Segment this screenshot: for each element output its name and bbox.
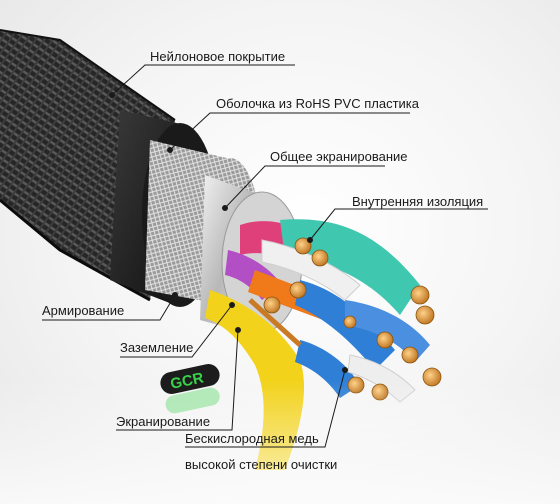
label-overall-shield: Общее экранирование: [270, 149, 408, 164]
label-inner-insulation: Внутренняя изоляция: [352, 194, 484, 209]
label-copper-line1: Бескислородная медь: [185, 431, 319, 446]
label-nylon-coating: Нейлоновое покрытие: [150, 49, 286, 64]
grounding-wire: [248, 298, 302, 347]
gcr-logo: GCR: [160, 364, 220, 414]
label-armoring: Армирование: [42, 303, 125, 318]
label-shielding: Экранирование: [116, 414, 211, 429]
leader-lines: [42, 64, 488, 448]
leader-sheath: [169, 112, 410, 151]
leader-shielding: [116, 329, 239, 431]
leader-nylon: [111, 64, 295, 96]
label-grounding: Заземление: [120, 340, 194, 355]
leader-armoring: [42, 294, 176, 321]
gcr-logo-text: GCR: [169, 369, 205, 393]
label-rohs-sheath: Оболочка из RoHS PVC пластика: [216, 96, 420, 111]
floor-reflection: [0, 380, 560, 504]
label-copper-line2: высокой степени очистки: [185, 457, 338, 472]
leader-inner-insulation: [309, 208, 488, 241]
leader-copper: [185, 369, 346, 448]
leader-grounding: [120, 304, 233, 358]
leader-overall-shield: [224, 165, 385, 209]
